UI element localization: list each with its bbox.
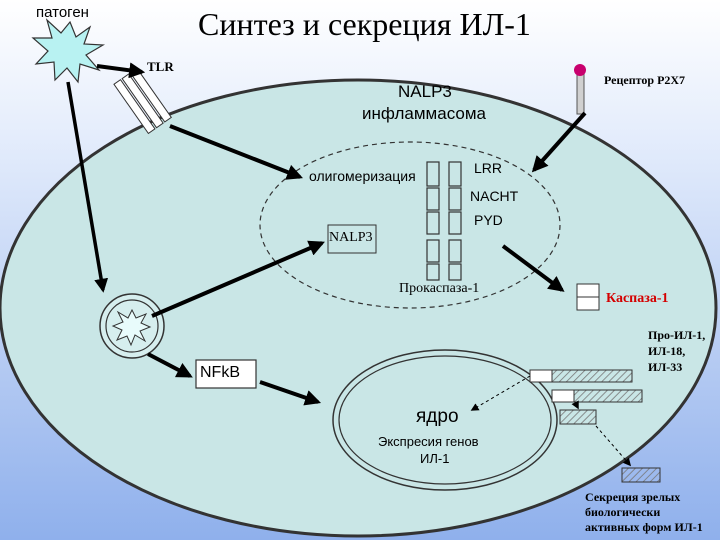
oligomerization-label: олигомеризация: [309, 168, 416, 184]
expression-label-2: ИЛ-1: [420, 451, 450, 466]
inflammasome-region: [259, 141, 561, 309]
phagosome-inner-membrane: [105, 299, 159, 353]
nacht-label: NACHT: [470, 188, 519, 204]
dashed-arrows: [470, 375, 632, 467]
pathogen-star: [31, 18, 106, 84]
pro-il-label-1: Про-ИЛ-1,: [648, 328, 706, 342]
tlr-label: TLR: [147, 59, 174, 74]
inflammasome-label-line2: инфламмасома: [362, 104, 486, 123]
secretion-label-3: активных форм ИЛ-1: [585, 520, 703, 534]
p2x7-receptor-stem: [576, 71, 585, 115]
nfkb-label: NFkB: [200, 364, 240, 381]
tlr-receptor: [113, 67, 173, 135]
secretion-label-1: Секреция зрелых: [585, 490, 681, 504]
p2x7-label: Рецептор P2X7: [604, 73, 686, 87]
pro-il-label-3: ИЛ-33: [648, 360, 683, 374]
inflammasome-label-line1: NALP3: [398, 82, 452, 101]
nfkb-box: [195, 359, 257, 389]
nalp3-label: NALP3: [329, 230, 373, 245]
pro-il-label-2: ИЛ-18,: [648, 344, 686, 358]
pathogen-label: патоген: [36, 4, 89, 21]
diagram-title: Синтез и секреция ИЛ-1: [198, 6, 531, 42]
internalized-pathogen: [111, 308, 152, 347]
arrows: [66, 62, 587, 406]
lrr-label: LRR: [474, 160, 503, 176]
nucleus-inner-membrane: [338, 355, 552, 485]
nucleus-label: ядро: [416, 406, 459, 427]
expression-label-1: Экспресия генов: [378, 434, 479, 449]
pro-il-bars: [529, 369, 661, 483]
p2x7-receptor-head: [574, 64, 586, 76]
pyd-label: PYD: [474, 212, 503, 228]
nalp3-box: [327, 224, 377, 254]
nucleus: [332, 349, 558, 491]
secretion-label-2: биологически: [585, 505, 661, 519]
procaspase-label: Прокаспаза-1: [399, 281, 480, 296]
caspase-label: Каспаза-1: [606, 291, 669, 306]
inflammasome-domains: [426, 161, 462, 281]
